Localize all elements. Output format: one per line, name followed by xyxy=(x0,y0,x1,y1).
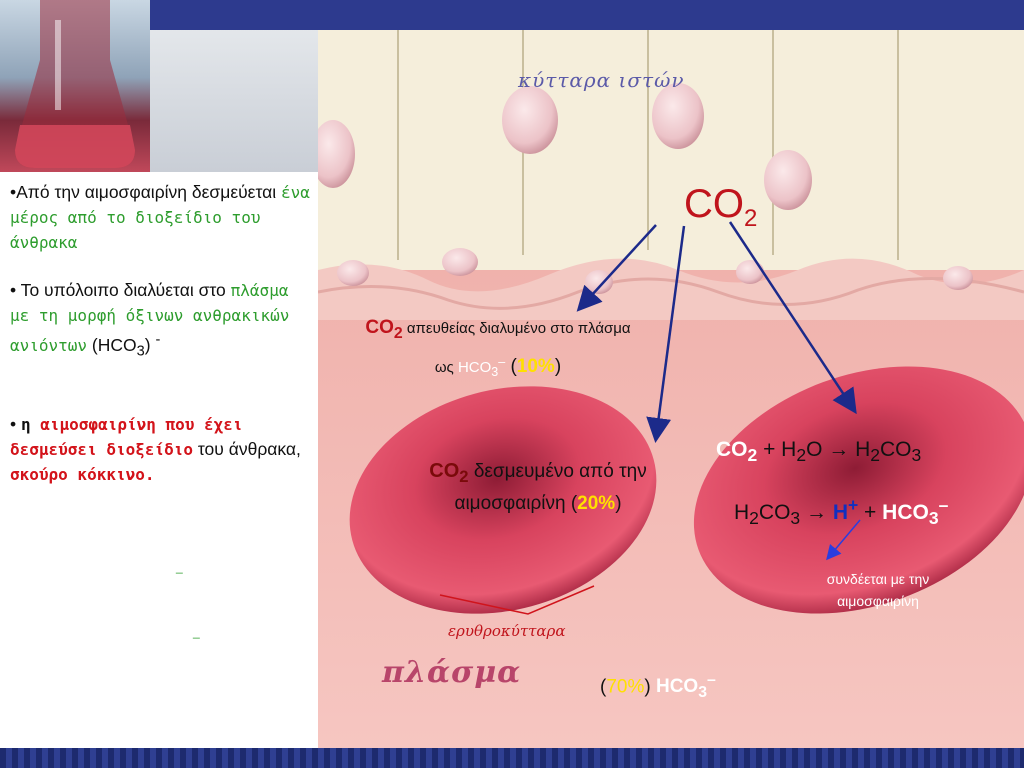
reaction-1: CO2 + H2O → H2CO3 xyxy=(716,438,922,466)
bullet-2-highlight: πλάσμα με τη μορφή όξινων ανθρακικών ανι… xyxy=(10,281,290,355)
bullet-3-color: σκούρο κόκκινο. xyxy=(10,465,155,485)
binds-hemoglobin-label: συνδέεται με την αιμοσφαιρίνη xyxy=(826,571,930,609)
bullet-2: • Το υπόλοιπο διαλύεται στο πλάσμα με τη… xyxy=(10,280,290,360)
red-blood-cell-right xyxy=(693,366,1024,614)
direct-percent: 10% xyxy=(516,355,555,377)
reaction-2: H2CO3 → H+ + HCO3– xyxy=(734,495,949,529)
tissue-cells-label: κύτταρα ιστών xyxy=(518,68,685,92)
plasma-hco3-label: (70%) HCO3– xyxy=(600,672,716,702)
tissue-layer xyxy=(318,30,1024,270)
plasma-label: πλάσμα xyxy=(382,655,522,690)
tissue-edge xyxy=(318,258,1024,320)
mark-2: _ xyxy=(193,625,200,639)
co2-bound-label: CO2 δεσμευμένο από την αιμοσφαιρίνη (20%… xyxy=(429,460,647,514)
reaction-equations: CO2 + H2O → H2CO3 H2CO3 → H+ + HCO3– xyxy=(716,425,976,543)
red-blood-cell-left xyxy=(349,386,657,614)
diagram-graphic xyxy=(318,30,1024,748)
bound-percent: 20% xyxy=(577,493,616,514)
bullet-3: • η αιμοσφαιρίνη που έχει δεσμεύσει διοξ… xyxy=(10,414,301,485)
arrow-binds xyxy=(826,519,861,561)
arrow-reaction xyxy=(728,221,857,415)
cell-borders xyxy=(397,30,899,260)
bullet-1: •Από την αιμοσφαιρίνη δεσμεύεται ένα μέρ… xyxy=(10,182,310,252)
diagram-scene: κύτταρα ιστών CO2 CO2 απευθείας διαλυμέν… xyxy=(318,30,1024,748)
arrow-direct xyxy=(576,224,657,312)
title-bar xyxy=(150,0,1024,30)
erythro-pointer xyxy=(439,585,595,615)
mark-1: _ xyxy=(176,560,183,574)
flask-icon xyxy=(15,0,135,168)
flask-image xyxy=(0,0,150,172)
erythrocytes-label: ερυθροκύτταρα xyxy=(448,622,566,640)
bullet-list: •Από την αιμοσφαιρίνη δεσμεύεται ένα μέρ… xyxy=(10,180,312,487)
arrow-bound xyxy=(646,225,686,443)
co2-direct-label: CO2 απευθείας διαλυμένο στο πλάσμα ως HC… xyxy=(365,317,631,379)
plasma-percent: 70% xyxy=(606,676,645,698)
bullet-3-highlight: αιμοσφαιρίνη που έχει δεσμεύσει διοξείδι… xyxy=(10,415,243,460)
bottom-frame xyxy=(0,748,1024,768)
cell-nuclei xyxy=(318,83,973,294)
bullet-1-highlight: ένα μέρος από το διοξείδιο του άνθρακα xyxy=(10,183,310,252)
co2-main: CO2 xyxy=(684,182,758,232)
